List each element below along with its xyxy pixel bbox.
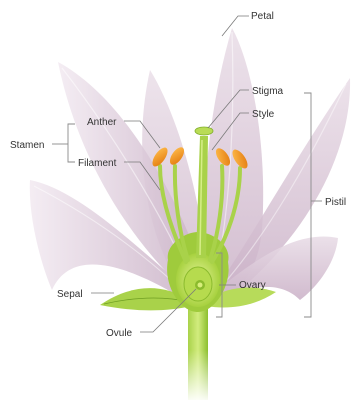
label-anther: Anther <box>87 117 117 128</box>
label-petal: Petal <box>251 11 274 22</box>
stem <box>184 300 212 403</box>
label-filament: Filament <box>78 158 117 169</box>
label-sepal: Sepal <box>57 289 83 300</box>
stigma <box>195 127 213 135</box>
label-stamen: Stamen <box>10 140 44 151</box>
label-stigma: Stigma <box>252 86 284 97</box>
label-ovule: Ovule <box>106 328 133 339</box>
label-ovary: Ovary <box>239 280 266 291</box>
label-style: Style <box>252 109 275 120</box>
label-pistil: Pistil <box>325 197 346 208</box>
stamen-bracket <box>68 124 75 162</box>
